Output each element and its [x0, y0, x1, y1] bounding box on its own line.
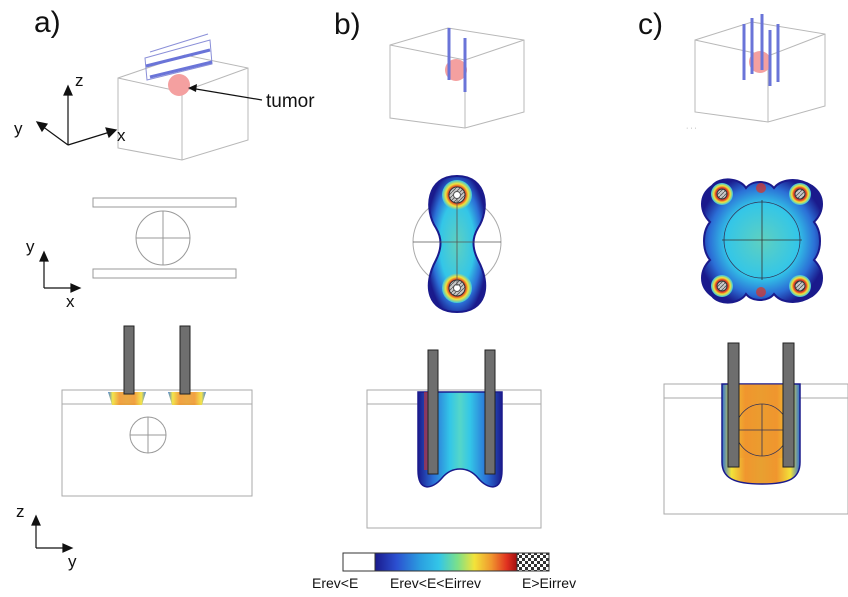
iso-axis-y-label: y [14, 119, 23, 138]
tumor-sphere-a [168, 74, 190, 96]
panel-b-label: b) [334, 8, 361, 41]
side-axes [31, 514, 74, 553]
panel-b-top-view [412, 174, 502, 314]
panel-a-side-view [61, 325, 253, 497]
panel-a-label: a) [34, 6, 61, 39]
needles-c [742, 14, 780, 86]
color-legend [342, 552, 550, 572]
legend-label-right: E>Eirrev [522, 575, 577, 591]
side-axis-y-label: y [68, 552, 77, 571]
panel-b-side-view [366, 349, 542, 529]
tumor-sphere-c [749, 51, 771, 73]
side-axis-z-label: z [16, 502, 25, 521]
panel-c-side-view [663, 342, 848, 515]
iso-axis-z-label: z [75, 71, 84, 90]
panel-c-top-view [701, 178, 823, 304]
tumor-pointer-arrow [189, 87, 263, 101]
iso-axis-x-label: x [117, 126, 126, 145]
panel-a-top-view [92, 197, 237, 279]
top-axis-y-label: y [26, 237, 35, 256]
panel-c-label: c) [638, 8, 663, 41]
iso-axes [35, 84, 118, 146]
tumor-pointer-arrowhead [188, 84, 197, 92]
tumor-label: tumor [266, 91, 315, 112]
legend-label-mid: Erev<E<Eirrev [390, 575, 482, 591]
panel-a-3d-view [117, 33, 249, 161]
tiny-axis-glyphs: · · · [686, 125, 697, 132]
top-axis-x-label: x [66, 292, 75, 311]
legend-label-left: Erev<E [312, 575, 359, 591]
top-axes [39, 250, 82, 293]
